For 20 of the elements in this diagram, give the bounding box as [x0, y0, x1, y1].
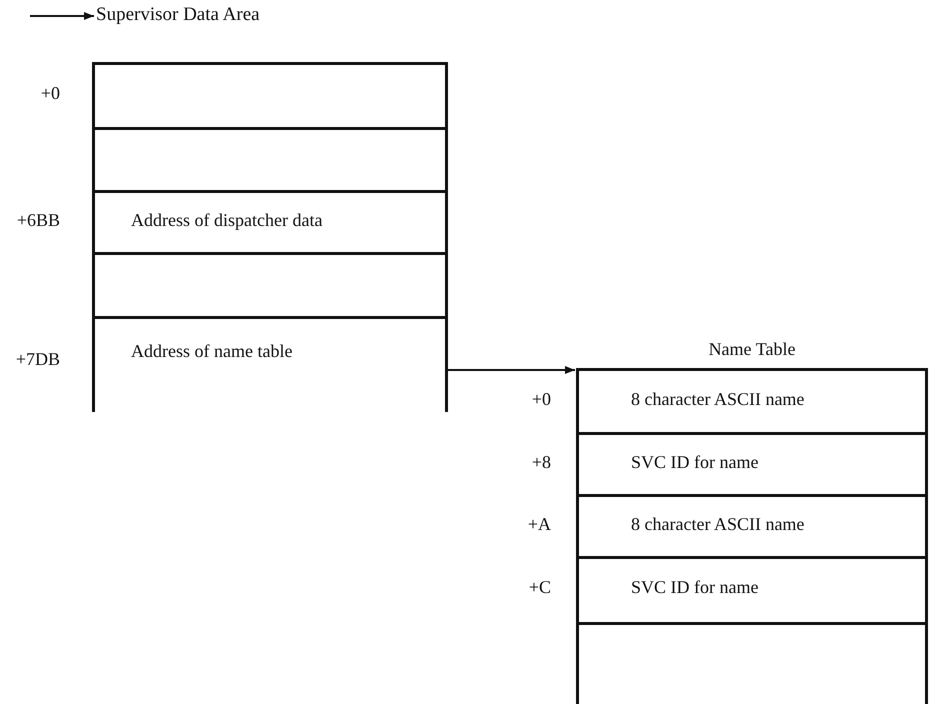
row-text: 8 character ASCII name [631, 514, 804, 535]
offset-label: +0 [40, 83, 60, 104]
offset-label: +0 [530, 389, 551, 410]
offset-label: +6BB [16, 210, 60, 231]
row-text: Address of name table [131, 341, 292, 362]
offset-label: +A [526, 514, 551, 535]
table-row [92, 130, 448, 193]
arrow [448, 366, 575, 374]
row-text: Address of dispatcher data [131, 210, 322, 231]
table-row [576, 625, 928, 704]
row-text: SVC ID for name [631, 452, 758, 473]
area-label: Supervisor Data Area [96, 4, 260, 26]
offset-label: +C [528, 577, 551, 598]
row-text: SVC ID for name [631, 577, 758, 598]
arrow [30, 12, 94, 20]
offset-label: +8 [530, 452, 551, 473]
offset-label: +7DB [14, 349, 60, 370]
row-text: 8 character ASCII name [631, 389, 804, 410]
table-title: Name Table [708, 339, 796, 360]
table-row [92, 255, 448, 319]
